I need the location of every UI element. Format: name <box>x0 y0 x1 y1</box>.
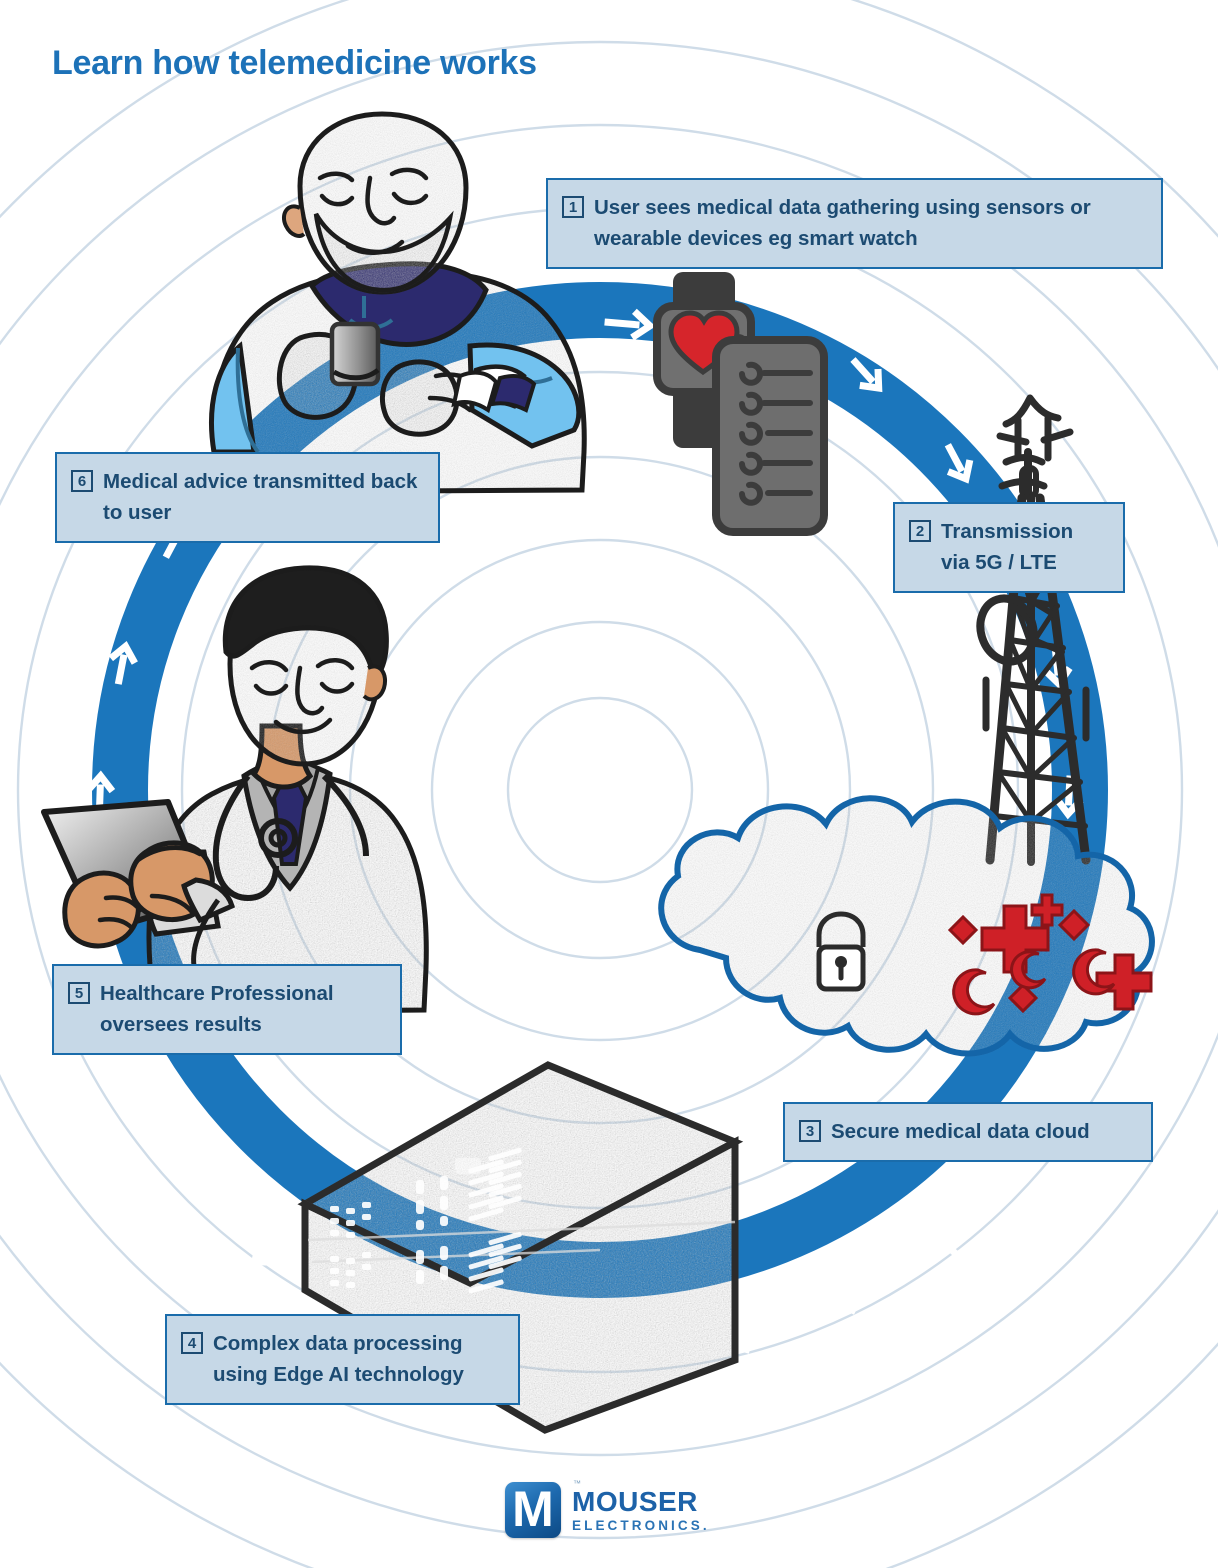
mouser-logo-mark-icon <box>505 1482 561 1538</box>
callout-step-3[interactable]: 3 Secure medical data cloud <box>783 1102 1153 1162</box>
step-text-5: Healthcare Professional oversees results <box>100 982 334 1036</box>
callout-step-5[interactable]: 5 Healthcare Professional oversees resul… <box>52 964 402 1055</box>
page-title: Learn how telemedicine works <box>52 44 537 82</box>
mouser-logo-wordmark: MOUSER ELECTRONICS. ™ <box>572 1480 710 1533</box>
step-text-4: Complex data processing using Edge AI te… <box>213 1332 464 1386</box>
step-text-2: Transmission via 5G / LTE <box>941 520 1074 574</box>
callout-step-2[interactable]: 2 Transmission via 5G / LTE <box>893 502 1125 593</box>
step-text-6: Medical advice transmitted back to user <box>103 470 418 524</box>
smartwatch-and-phone-illustration <box>653 272 828 536</box>
medical-symbols <box>947 893 1153 1016</box>
step-number-1: 1 <box>562 196 584 218</box>
brand-tagline: ELECTRONICS. <box>572 1517 710 1533</box>
trademark-symbol: ™ <box>573 1479 581 1488</box>
step-number-4: 4 <box>181 1332 203 1354</box>
callout-step-1[interactable]: 1 User sees medical data gathering using… <box>546 178 1163 269</box>
edge-datacenter-illustration <box>297 1061 744 1434</box>
step-text-3: Secure medical data cloud <box>831 1120 1090 1143</box>
step-number-2: 2 <box>909 520 931 542</box>
secure-cloud-illustration <box>658 795 1155 1057</box>
callout-step-4[interactable]: 4 Complex data processing using Edge AI … <box>165 1314 520 1405</box>
callout-step-6[interactable]: 6 Medical advice transmitted back to use… <box>55 452 440 543</box>
step-number-5: 5 <box>68 982 90 1004</box>
healthcare-professional-illustration <box>41 565 429 1015</box>
brand-name: MOUSER <box>572 1485 698 1517</box>
step-number-3: 3 <box>799 1120 821 1142</box>
step-text-1: User sees medical data gathering using s… <box>594 196 1091 250</box>
padlock-icon <box>816 911 866 992</box>
mouser-logo[interactable]: MOUSER ELECTRONICS. ™ <box>505 1480 710 1538</box>
user-with-smartwatch-illustration <box>209 111 587 495</box>
step-number-6: 6 <box>71 470 93 492</box>
